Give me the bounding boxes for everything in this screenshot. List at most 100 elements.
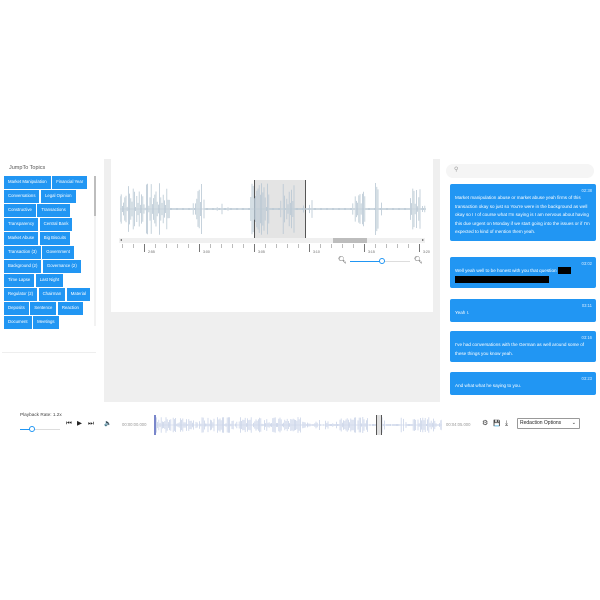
waveform-zoom-control[interactable]: 🔍︎ 🔍︎ [338,257,424,267]
play-button[interactable]: ▶ [77,420,82,427]
timeline-tick [155,244,156,248]
topic-button[interactable]: Market Manipulation [4,176,51,189]
transcript-message[interactable]: 03:02 Well yeah well to be honest with y… [450,257,596,289]
message-text: Yeah I. [455,310,470,315]
timeline-tick [210,244,211,248]
transcript-message[interactable]: 02:38 Market manipulation abuse or marke… [450,184,596,241]
topic-button[interactable]: Chairman [38,288,66,301]
topic-button[interactable]: Governance (2) [42,260,81,273]
timeline-tick-label: 3:20 [423,250,430,254]
message-text: Well yeah well to be honest with you tha… [455,267,592,284]
topic-button[interactable]: Reaction [57,302,83,315]
timeline-tick [265,244,266,248]
timeline-tick [364,244,365,252]
volume-icon[interactable]: 🔈 [104,421,112,427]
audio-player-bar: Playback Rate: 1.2x ⏮ ▶ ⏭ 🔈 00:00:00.000… [0,405,600,441]
waveform-scrollbar[interactable]: ◂ ▸ [119,237,425,243]
timeline-tick [353,244,354,248]
timeline-tick [254,244,255,252]
timeline-tick [386,244,387,248]
rate-slider-track[interactable] [20,429,60,430]
topics-scrollbar-thumb[interactable] [94,176,96,216]
topic-button[interactable]: Market Abuse [4,232,39,245]
skip-forward-button[interactable]: ⏭ [88,420,94,427]
waveform-scrollbar-thumb[interactable] [333,238,367,243]
timeline-tick [199,244,200,252]
topic-button[interactable]: Background (2) [4,260,42,273]
overview-selection[interactable] [376,415,382,435]
divider [2,352,96,353]
topic-button[interactable]: Time Lapse [4,274,35,287]
timeline-tick [232,244,233,248]
topic-button[interactable]: Constructive [4,204,36,217]
transcript-message[interactable]: 03:16 I've had conversations with the Ge… [450,331,596,363]
timeline-tick [397,244,398,248]
timeline-tick [177,244,178,248]
timeline-tick-label: 3:00 [203,250,210,254]
topic-button[interactable]: Material [66,288,91,301]
transcript-search[interactable]: ⚲ [446,164,594,178]
topics-scrollbar[interactable] [94,176,96,326]
topic-button[interactable]: Central Bank [39,218,73,231]
search-icon: ⚲ [454,167,459,173]
message-timestamp: 03:02 [581,261,592,266]
overview-waveform[interactable] [154,416,442,434]
topic-button[interactable]: Deposits [4,302,29,315]
message-timestamp: 03:11 [581,303,592,308]
timeline-tick [375,244,376,248]
redaction-options-select[interactable]: Redaction Options ⌄ [517,418,580,429]
message-timestamp: 02:38 [581,188,592,193]
redaction-block[interactable] [557,267,571,275]
skip-back-button[interactable]: ⏮ [66,420,72,427]
rate-slider-knob[interactable] [29,426,35,432]
topic-button[interactable]: Regulator (2) [4,288,38,301]
topic-button[interactable]: Financial Year [52,176,88,189]
message-text: Market manipulation abuse or market abus… [455,195,590,235]
topic-button[interactable]: Sentence [30,302,57,315]
timeline-tick [298,244,299,248]
transcript-message[interactable]: 03:23 And what what he saying to you. [450,372,596,395]
rate-slider-fill [20,428,31,430]
topic-button[interactable]: Last Night [35,274,64,287]
search-input[interactable] [464,165,589,177]
timeline-tick [408,244,409,248]
message-timestamp: 03:23 [581,376,592,381]
timeline-tick [309,244,310,252]
download-icon[interactable]: ⤓ [505,420,509,427]
redaction-block[interactable] [455,275,549,283]
timeline-tick [243,244,244,248]
topic-button[interactable]: Transparency [4,218,39,231]
playhead-cursor[interactable] [154,415,156,435]
timeline-tick [320,244,321,248]
timeline-tick-label: 3:05 [258,250,265,254]
message-text: I've had conversations with the German a… [455,342,585,356]
message-text: And what what he saying to you. [455,383,522,388]
topic-button[interactable]: Meetings [33,316,59,329]
playback-rate-slider[interactable] [20,426,60,432]
message-timestamp: 03:16 [581,335,592,340]
zoom-out-icon[interactable]: 🔍︎ [338,257,347,264]
topic-button[interactable]: Legal Opinion [40,190,76,203]
timeline-tick-label: 3:10 [313,250,320,254]
topic-button[interactable]: Transaction (3) [4,246,41,259]
save-icon[interactable]: 💾 [493,421,501,427]
message-text-visible: Well yeah well to be honest with you tha… [455,268,557,273]
waveform[interactable] [120,180,426,238]
topic-button[interactable]: Document [4,316,32,329]
zoom-in-icon[interactable]: 🔍︎ [414,257,423,264]
scroll-left-icon[interactable]: ◂ [120,237,123,242]
topic-button[interactable]: Big Biscuits [39,232,70,245]
transcript-message[interactable]: 03:11 Yeah I. [450,299,596,322]
topic-button[interactable]: Transactions [37,204,70,217]
topics-scrollbar-track[interactable] [94,176,96,326]
scroll-right-icon[interactable]: ▸ [421,237,424,242]
zoom-slider-knob[interactable] [379,258,385,264]
settings-icon[interactable]: ⚙ [482,420,489,427]
topic-button[interactable]: Government [42,246,74,259]
topic-button[interactable]: Conversations [4,190,40,203]
timeline-tick [342,244,343,248]
topics-title: JumpTo Topics [9,165,46,171]
